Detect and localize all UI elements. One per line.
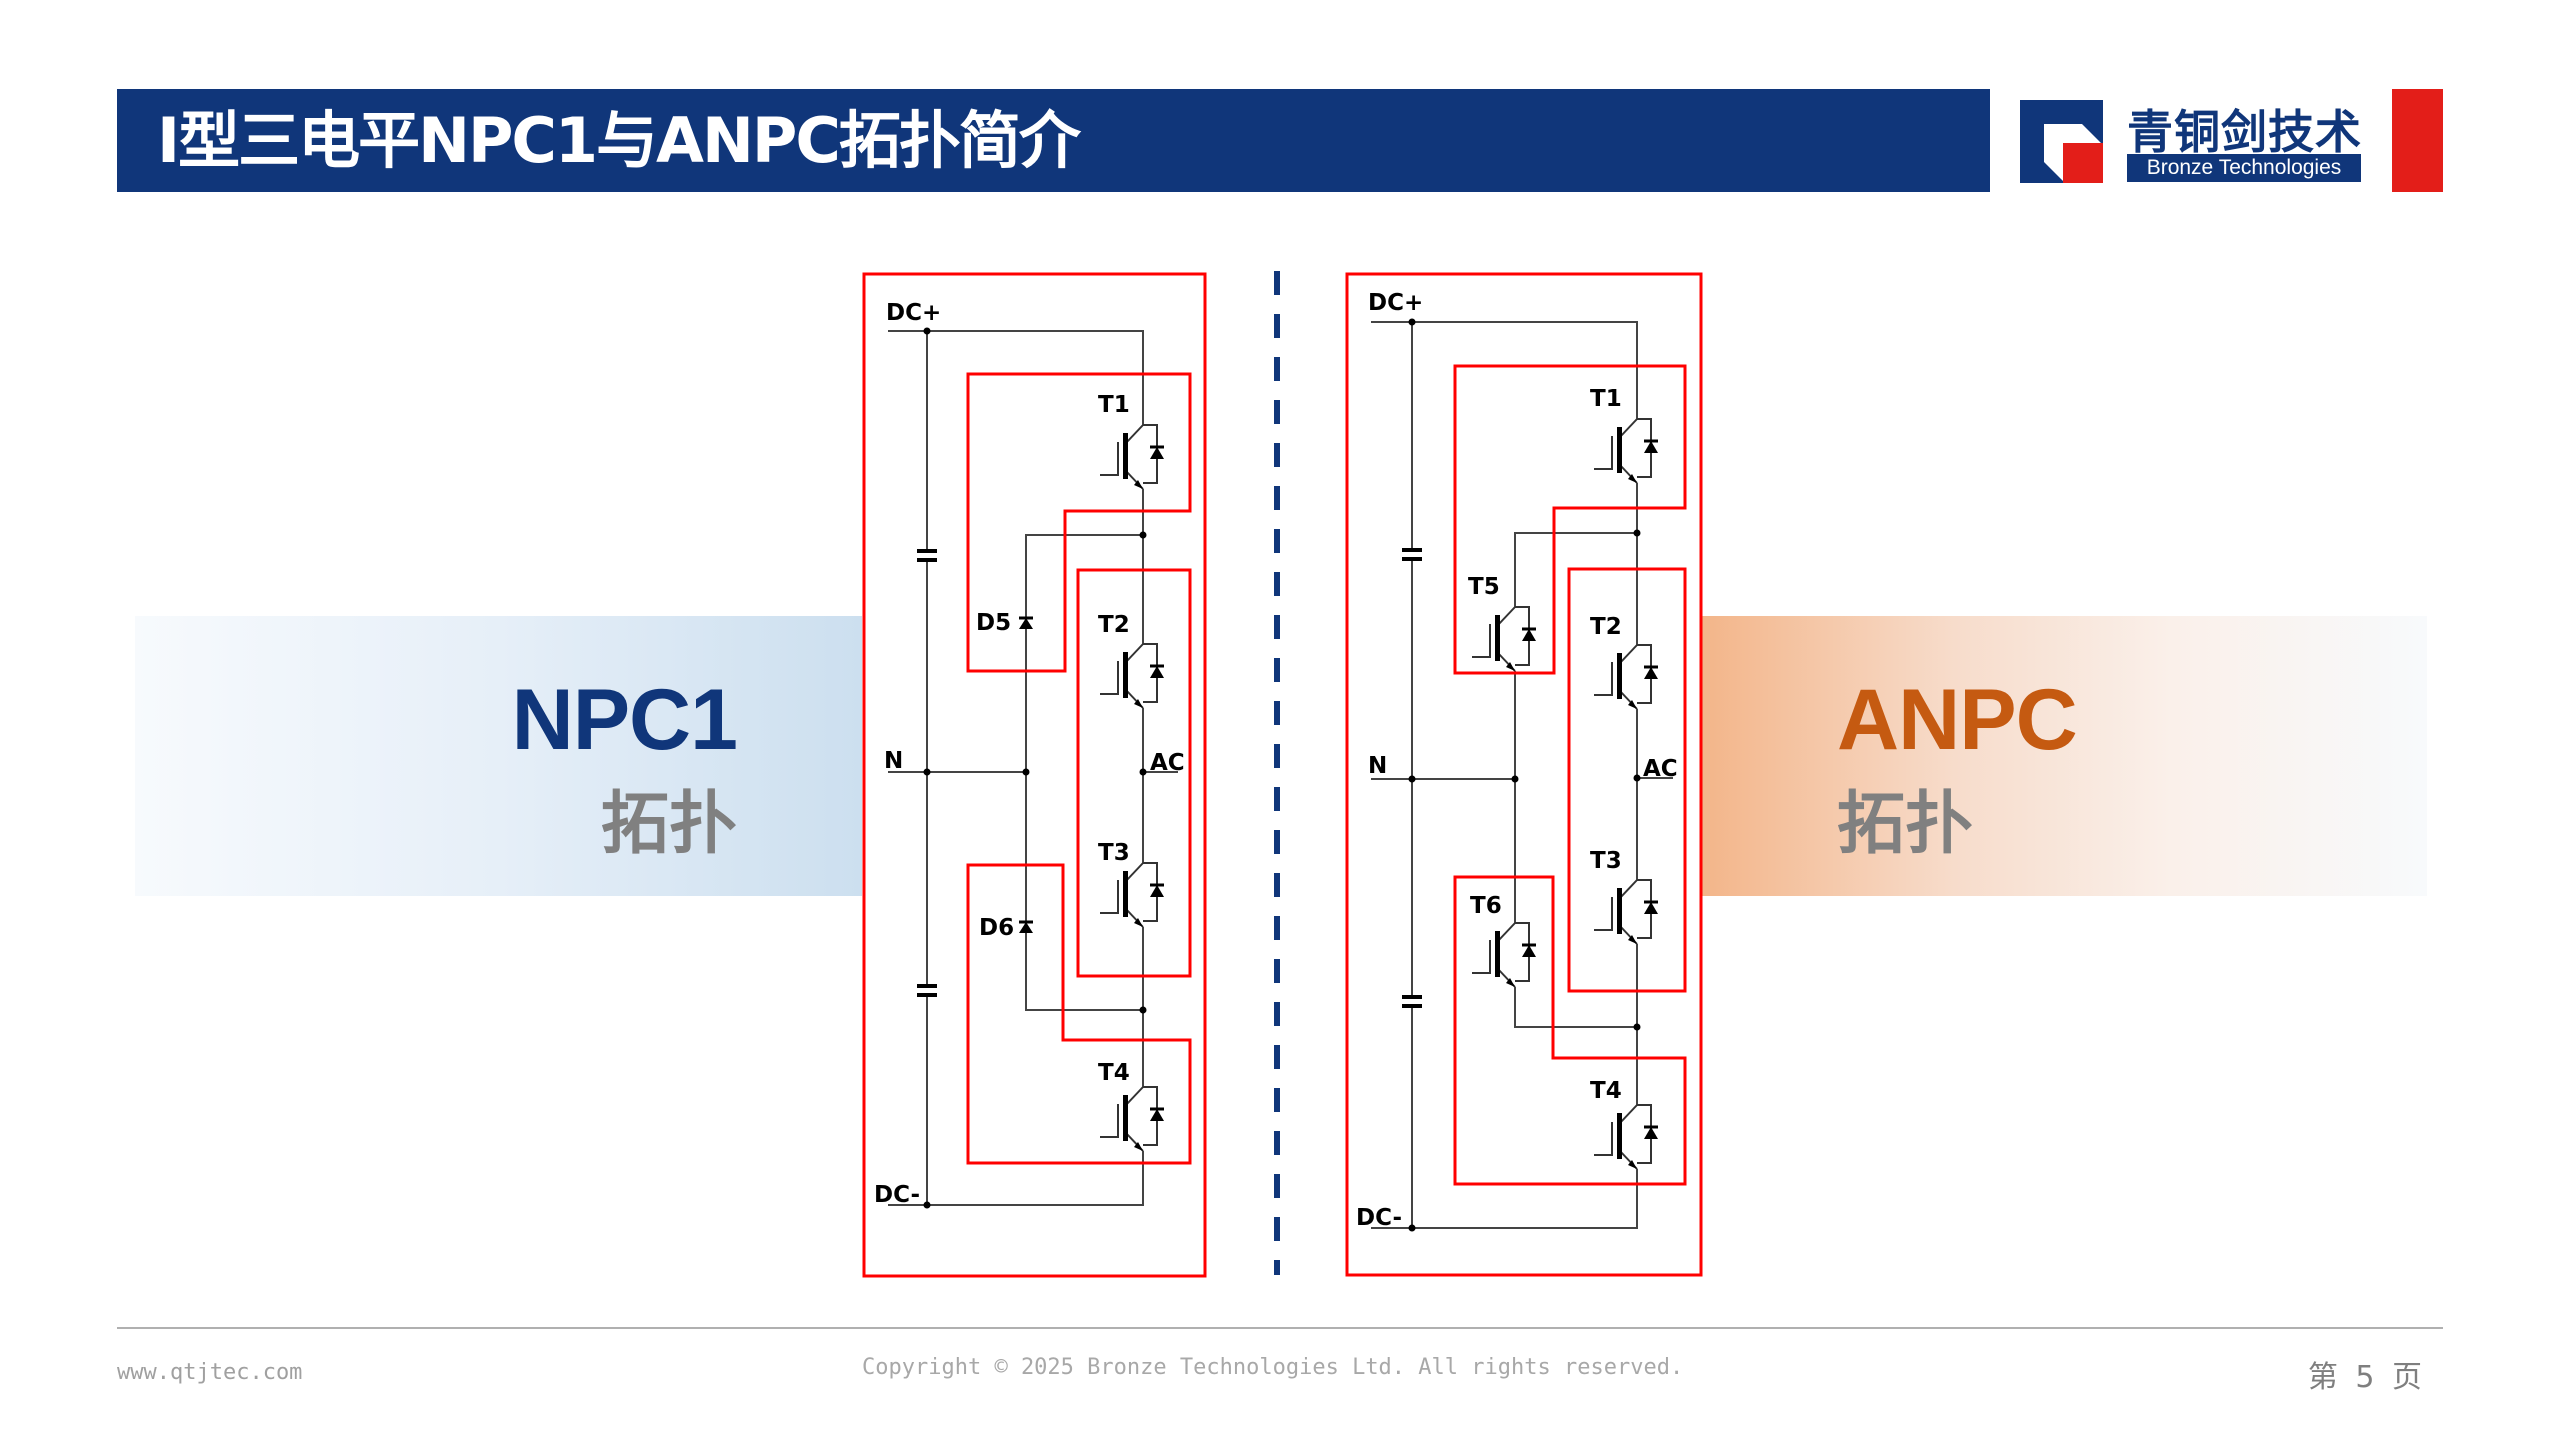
npc1-igbt-t2 (1098, 630, 1166, 716)
footer-divider (117, 1327, 2443, 1329)
anpc-igbt-t4 (1592, 1091, 1660, 1177)
npc1-label-t2: T2 (1098, 612, 1130, 638)
logo-name-cn: 青铜剑技术 (2127, 105, 2362, 159)
bronze-logo-icon (2020, 100, 2103, 183)
brand-red-bar (2392, 89, 2443, 192)
anpc-banner-title: ANPC (1837, 672, 2078, 768)
anpc-label-t4: T4 (1590, 1078, 1622, 1104)
anpc-label-t6: T6 (1470, 893, 1502, 919)
anpc-banner: ANPC 拓扑 (1700, 616, 2427, 896)
anpc-label-n: N (1368, 753, 1387, 779)
anpc-capacitor-upper (1402, 548, 1422, 561)
anpc-highlight-boxes (1345, 272, 1703, 1277)
anpc-label-ac: AC (1643, 756, 1678, 782)
npc1-label-dc-minus: DC- (874, 1182, 920, 1208)
anpc-igbt-t6 (1470, 909, 1538, 995)
page-number: 第 5 页 (2307, 1360, 2426, 1395)
header-bar: I型三电平NPC1与ANPC拓扑简介 (117, 89, 1990, 192)
npc1-highlight-boxes (862, 272, 1207, 1278)
npc1-label-t3: T3 (1098, 840, 1130, 866)
footer-copyright: Copyright © 2025 Bronze Technologies Ltd… (862, 1355, 1684, 1380)
anpc-nodes (1408, 318, 1641, 1232)
logo-name-en: Bronze Technologies (2127, 154, 2361, 182)
anpc-label-t1: T1 (1590, 386, 1622, 412)
anpc-label-t2: T2 (1590, 614, 1622, 640)
anpc-igbt-t5 (1470, 593, 1538, 679)
npc1-label-n: N (884, 748, 903, 774)
anpc-circuit: DC+ DC- N AC T1 T2 T3 T4 T5 T6 (1345, 272, 1703, 1277)
npc1-label-ac: AC (1150, 750, 1185, 776)
anpc-label-dc-minus: DC- (1356, 1205, 1402, 1231)
npc1-diode-d6 (1017, 920, 1035, 935)
npc1-diode-d5 (1017, 616, 1035, 631)
footer-website: www.qtjtec.com (117, 1360, 303, 1385)
anpc-banner-subtitle: 拓扑 (1837, 785, 1974, 864)
npc1-capacitor-upper (917, 549, 937, 562)
npc1-wires (888, 330, 1178, 1206)
anpc-label-t5: T5 (1468, 574, 1500, 600)
npc1-igbt-t1 (1098, 411, 1166, 497)
anpc-igbt-t3 (1592, 866, 1660, 952)
npc1-banner-title: NPC1 (511, 672, 738, 768)
npc1-nodes (923, 327, 1147, 1209)
npc1-circuit: DC+ DC- N AC T1 T2 T3 T4 D5 D6 (862, 272, 1207, 1278)
npc1-label-t4: T4 (1098, 1060, 1130, 1086)
npc1-label-t1: T1 (1098, 392, 1130, 418)
anpc-igbt-t2 (1592, 631, 1660, 717)
npc1-label-d6: D6 (979, 915, 1014, 941)
anpc-igbt-t1 (1592, 405, 1660, 491)
anpc-capacitor-lower (1402, 995, 1422, 1008)
anpc-wires (1371, 321, 1673, 1229)
npc1-igbt-t4 (1098, 1073, 1166, 1159)
anpc-label-t3: T3 (1590, 848, 1622, 874)
npc1-banner-subtitle: 拓扑 (600, 785, 737, 864)
npc1-label-d5: D5 (976, 610, 1011, 636)
anpc-label-dc-plus: DC+ (1368, 290, 1423, 316)
npc1-capacitor-lower (917, 984, 937, 997)
npc1-banner: NPC1 拓扑 (135, 616, 862, 896)
npc1-label-dc-plus: DC+ (886, 300, 941, 326)
page-title: I型三电平NPC1与ANPC拓扑简介 (157, 104, 1081, 177)
